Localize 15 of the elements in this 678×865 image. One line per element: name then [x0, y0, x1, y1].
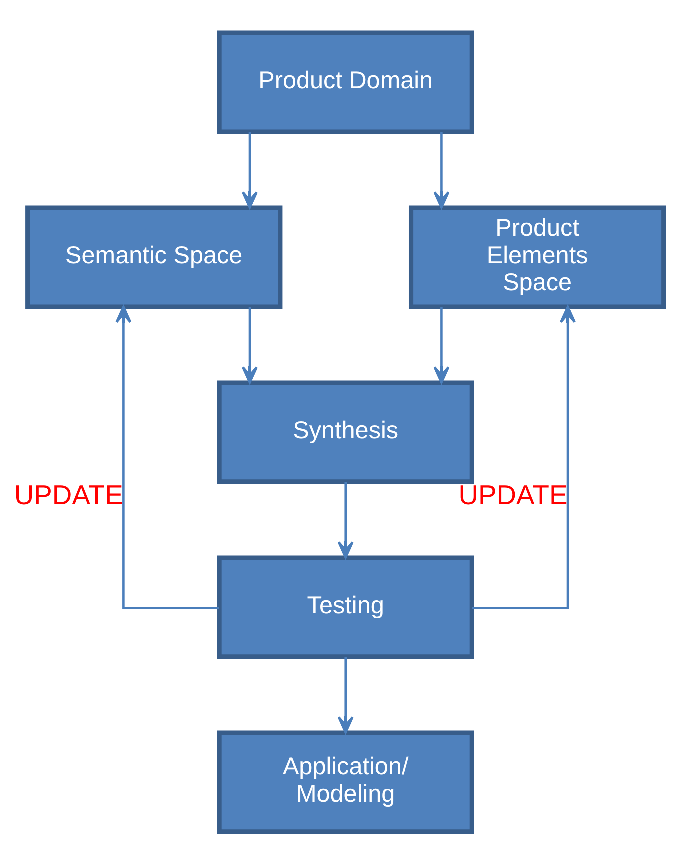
arrow [242, 132, 258, 209]
node-box: Synthesis [217, 380, 474, 484]
edge-label: UPDATE [14, 479, 124, 510]
node-box: Application/ Modeling [217, 730, 474, 834]
node-box: Product Elements Space [409, 206, 666, 310]
arrow [338, 482, 354, 559]
arrow [472, 306, 576, 610]
arrow [434, 132, 450, 209]
arrow [242, 307, 258, 384]
node-box: Semantic Space [26, 206, 283, 310]
node-box: Testing [217, 556, 474, 660]
arrow [338, 657, 354, 734]
arrow [434, 307, 450, 384]
node-box: Product Domain [217, 30, 474, 134]
arrow [116, 306, 220, 610]
